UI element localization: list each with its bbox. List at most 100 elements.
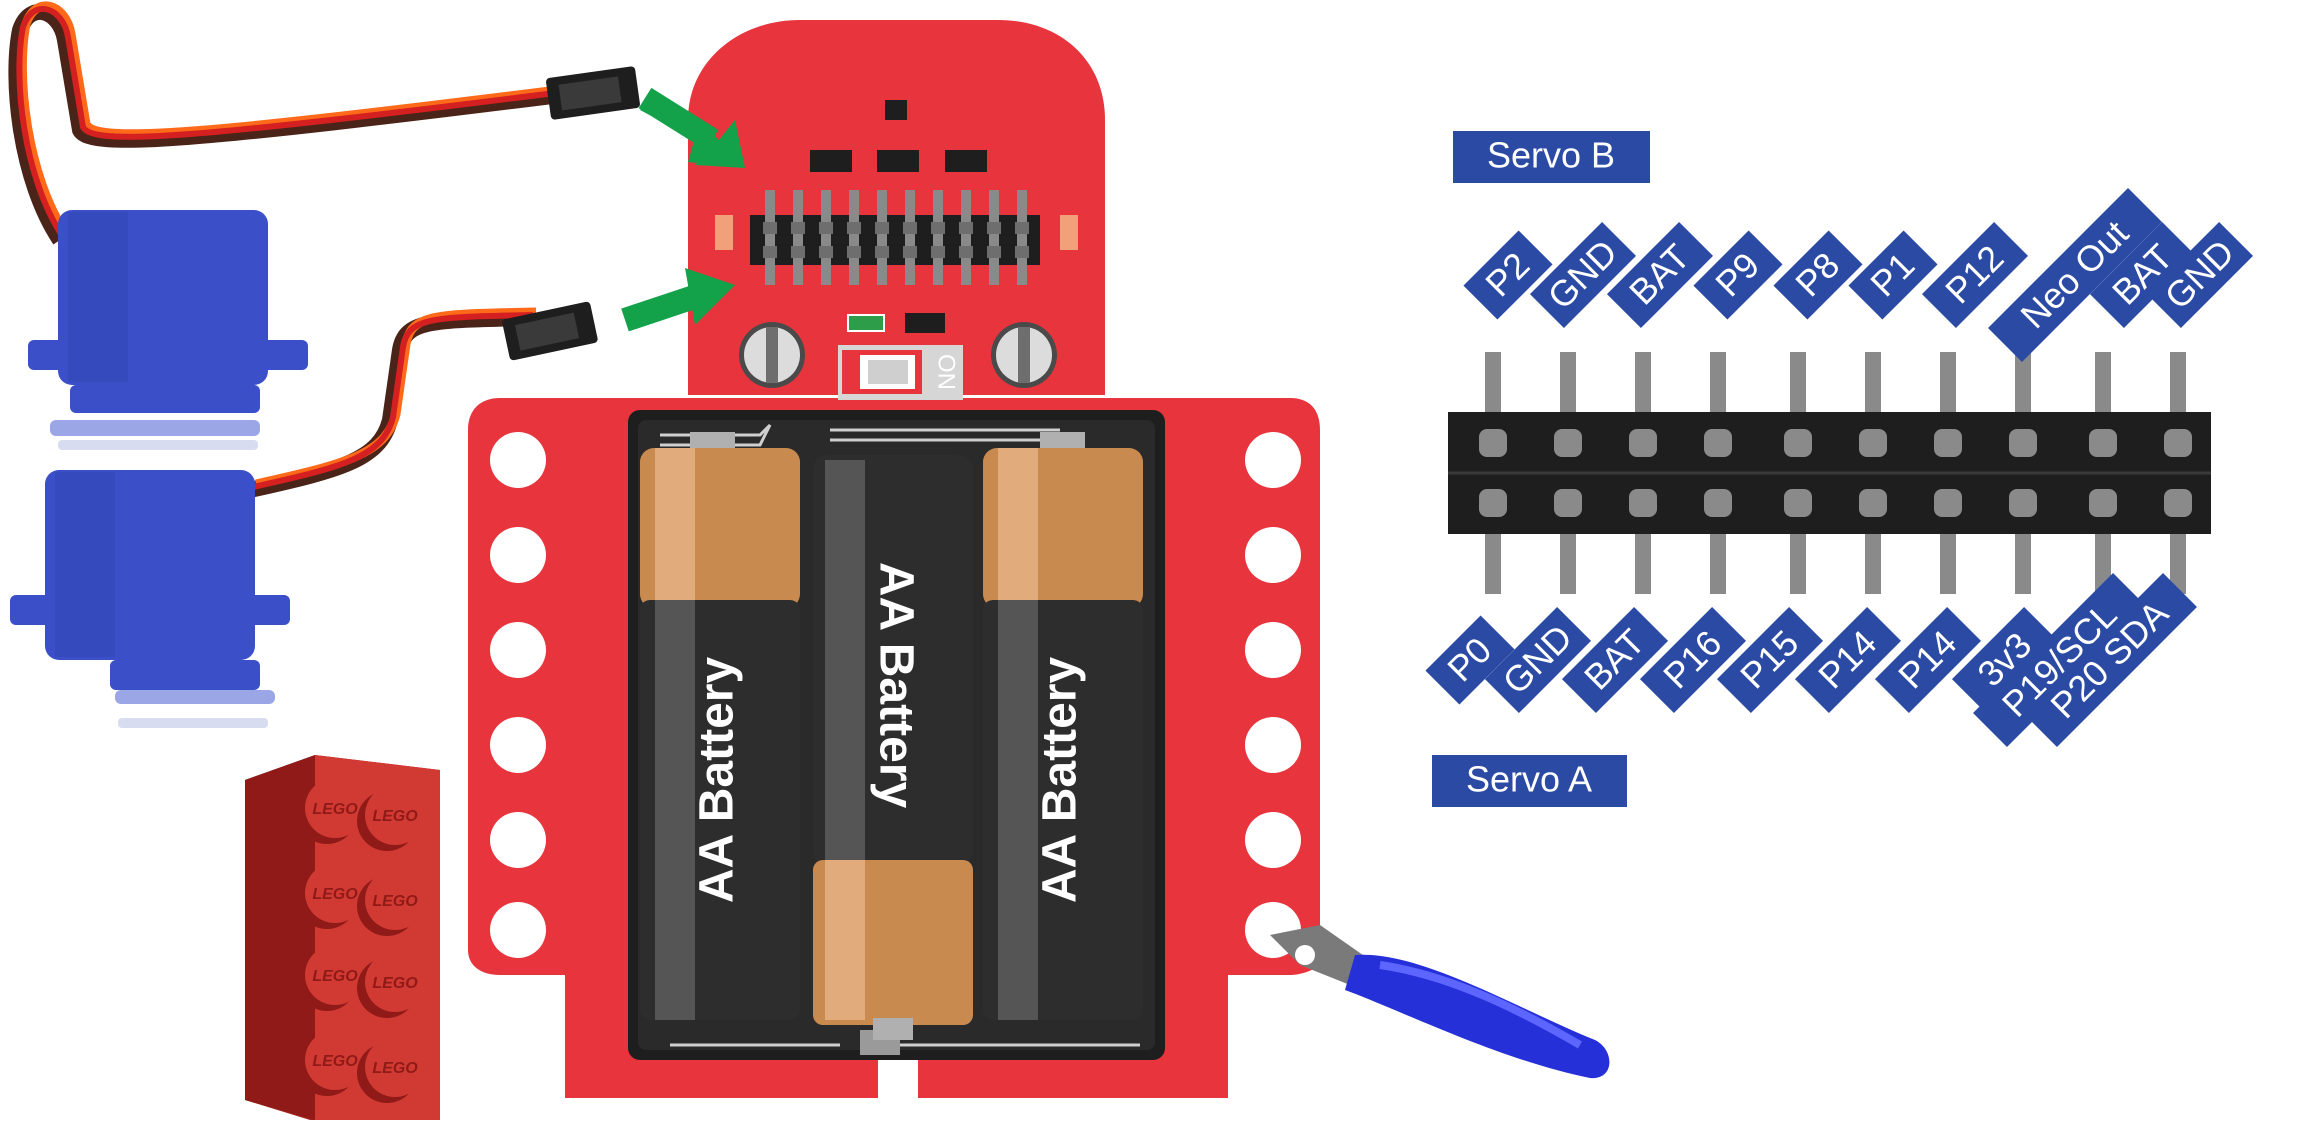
pin-label-box [1693, 230, 1783, 320]
header-pin-dot [1554, 489, 1582, 517]
mount-hole [490, 902, 546, 958]
lego-stud-text: LEGO [372, 1060, 418, 1077]
pin-label-box [1484, 606, 1592, 714]
pin-label-box [1716, 606, 1824, 714]
power-switch[interactable]: ON [838, 345, 963, 400]
pin-label: P16 [1639, 606, 1747, 714]
lego-stud-text: LEGO [372, 808, 418, 825]
pin-label-box [2089, 221, 2197, 329]
pin-label-box [1794, 606, 1902, 714]
edge-pin-dot [1015, 246, 1029, 258]
pin-label-box [1848, 230, 1938, 320]
pin-label-box [2146, 221, 2254, 329]
header-pin-dot [1704, 429, 1732, 457]
pin-label: P1 [1848, 230, 1938, 320]
header-pin-dot [1629, 429, 1657, 457]
header-pin-dot [1859, 429, 1887, 457]
pin-label-box [1973, 573, 2147, 747]
pin-label-box [2023, 573, 2197, 747]
battery-left: AA Battery [640, 432, 800, 1020]
header-pin-dot [2009, 429, 2037, 457]
lego-stud: LEGO [357, 952, 425, 1018]
header-pin-bottom [1560, 534, 1576, 594]
servo-b [8, 1, 640, 450]
edge-pin-dot [763, 246, 777, 258]
mount-hole [1245, 432, 1301, 488]
pin-label-box [1606, 221, 1714, 329]
lego-stud-text: LEGO [312, 886, 358, 903]
header-pin-bottom [1790, 534, 1806, 594]
pin-label: BAT [1606, 221, 1714, 329]
pin-label-box [1529, 221, 1637, 329]
edge-pin [765, 190, 775, 285]
header-pin-dot [1934, 489, 1962, 517]
mount-hole [1245, 622, 1301, 678]
header-pin-dot [1554, 429, 1582, 457]
pinout-header [1448, 352, 2211, 594]
header-pin-dot [2164, 429, 2192, 457]
lego-stud: LEGO [297, 778, 365, 844]
pin-label: P14 [1874, 606, 1982, 714]
header-pin-top [2015, 352, 2031, 412]
lego-stud: LEGO [357, 1037, 425, 1103]
header-pin-bottom [1940, 534, 1956, 594]
battery-middle: AA Battery [813, 455, 973, 1040]
board-head [688, 20, 1105, 395]
servo-a-label: Servo A [1432, 755, 1627, 807]
edge-pin-dot [875, 222, 889, 234]
lego-stud-text: LEGO [312, 1053, 358, 1070]
lego-stud-text: LEGO [372, 975, 418, 992]
header-pin-dot [1479, 489, 1507, 517]
servo-b-label-text: Servo B [1487, 135, 1615, 176]
header-pin-dot [1629, 489, 1657, 517]
header-pin-bottom [1485, 534, 1501, 594]
servo-a [10, 301, 598, 728]
edge-pin [989, 190, 999, 285]
pin-label-box [1921, 221, 2029, 329]
edge-pin [933, 190, 943, 285]
edge-pin-dot [959, 222, 973, 234]
header-pin-bottom [1865, 534, 1881, 594]
edge-pin-dot [819, 222, 833, 234]
edge-pin-dot [791, 222, 805, 234]
board-edge-header [715, 190, 1078, 285]
edge-pin-dot [931, 222, 945, 234]
pin-label: GND [1529, 221, 1637, 329]
header-pin-dot [2164, 489, 2192, 517]
lego-stud-text: LEGO [312, 968, 358, 985]
header-pin-bottom [1635, 534, 1651, 594]
header-pin-dot [2089, 429, 2117, 457]
header-pin-bottom [1710, 534, 1726, 594]
edge-pin-dot [903, 246, 917, 258]
pin-label-box [1951, 606, 2059, 714]
edge-pin-dot [847, 246, 861, 258]
board-components [739, 100, 1057, 388]
edge-pin-dot [987, 222, 1001, 234]
battery-left-label: AA Battery [691, 657, 744, 904]
mount-hole [1245, 812, 1301, 868]
edge-pin [961, 190, 971, 285]
mount-hole [490, 622, 546, 678]
pin-label-box [1639, 606, 1747, 714]
edge-pin-dot [987, 246, 1001, 258]
mount-hole [490, 717, 546, 773]
header-pin-top [1865, 352, 1881, 412]
edge-pin-dot [875, 246, 889, 258]
lego-stud: LEGO [297, 1030, 365, 1096]
edge-pin [821, 190, 831, 285]
edge-pin-dot [791, 246, 805, 258]
edge-pin-dot [1015, 222, 1029, 234]
edge-pin-dot [903, 222, 917, 234]
header-pin-top [1710, 352, 1726, 412]
edge-pin-dot [931, 246, 945, 258]
header-pin-top [1940, 352, 1956, 412]
header-pin-dot [1784, 429, 1812, 457]
pin-label-box [1874, 606, 1982, 714]
header-pin-top [1635, 352, 1651, 412]
battery-right-label: AA Battery [1034, 657, 1087, 904]
arrow-to-header-bottom [621, 268, 735, 332]
lego-stud: LEGO [357, 785, 425, 851]
edge-pin [1017, 190, 1027, 285]
